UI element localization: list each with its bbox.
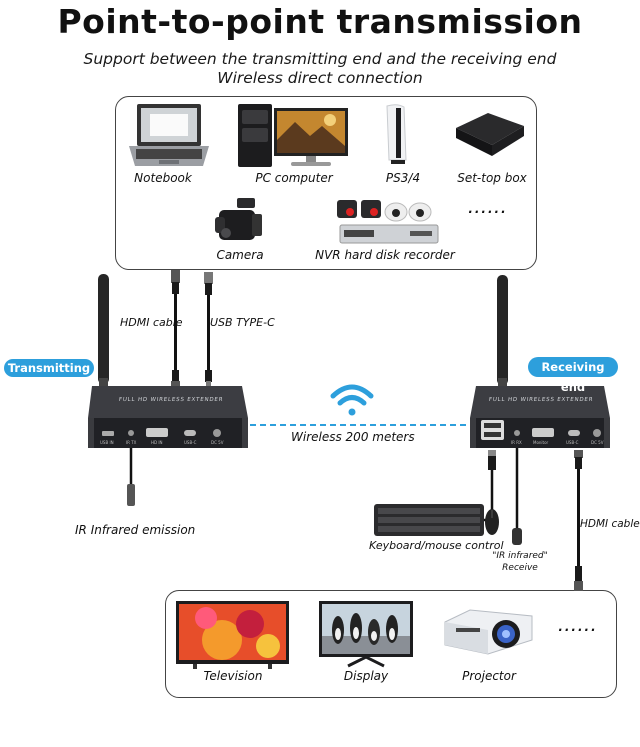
label-keyboard-mouse: Keyboard/mouse control [369, 539, 504, 552]
ps-console-icon [386, 104, 407, 164]
receiver-device-text: FULL HD WIRELESS EXTENDER [488, 397, 594, 403]
keyboard-icon [374, 504, 484, 536]
hdmi-input-cable [171, 270, 180, 389]
port-label-usb-in: USB IN [100, 440, 114, 445]
pc-computer-icon [238, 104, 348, 167]
label-set-top-box: Set-top box [457, 171, 527, 185]
port-label-ir-rx: IR RX [511, 440, 522, 445]
port-label-dc-5v-rx: DC 5V [591, 440, 604, 445]
hdmi-output-cable [574, 450, 583, 591]
nvr-recorder-icon [337, 200, 439, 244]
label-television: Television [203, 669, 263, 683]
port-label-hd-in: HD IN [151, 440, 163, 445]
receiver-device [470, 386, 610, 448]
subtitle-line2: Wireless direct connection [217, 69, 423, 87]
set-top-box-icon [456, 113, 524, 156]
transmitter-device-text: FULL HD WIRELESS EXTENDER [118, 397, 224, 403]
usb-type-c-cable [204, 272, 213, 389]
label-hdmi-cable-out: HDMI cable [580, 518, 640, 530]
label-wireless-distance: Wireless 200 meters [291, 430, 415, 444]
label-ir-emission: IR Infrared emission [75, 523, 196, 537]
label-more-displays: ...... [558, 620, 598, 634]
display-monitor-icon [319, 601, 413, 668]
ir-receiver-cable [512, 448, 522, 545]
label-display: Display [343, 669, 389, 683]
label-ir-receive-line1: "IR infrared" [492, 551, 548, 561]
page-title: Point-to-point transmission [57, 2, 583, 41]
wifi-icon [330, 384, 374, 416]
ir-emitter-cable [127, 448, 135, 506]
port-label-usb-c-rx: USB-C [566, 440, 579, 445]
port-label-monitor: Monitor [533, 440, 549, 445]
notebook-icon [129, 104, 209, 166]
label-ir-receive-line2: Receive [502, 563, 538, 573]
transmitter-antenna [98, 274, 109, 388]
camera-icon [215, 198, 262, 240]
label-ps: PS3/4 [385, 171, 421, 185]
transmitter-port-labels: USB IN IR TX HD IN USB-C DC 5V [88, 440, 248, 448]
television-icon [176, 601, 289, 669]
transmitting-end-badge: Transmitting end [4, 359, 94, 393]
label-usb-type-c: USB TYPE-C [210, 316, 275, 329]
label-notebook: Notebook [134, 171, 192, 185]
label-more-sources: ...... [468, 202, 508, 216]
label-pc-computer: PC computer [255, 171, 333, 185]
transmitter-device [88, 386, 248, 448]
label-hdmi-cable-in: HDMI cable [120, 316, 183, 329]
label-camera: Camera [216, 248, 264, 262]
receiver-port-labels: IR RX Monitor USB-C DC 5V [470, 440, 610, 448]
port-label-dc-5v: DC 5V [211, 440, 224, 445]
receiving-end-badge: Receiving end [528, 357, 618, 394]
receiver-antenna [497, 275, 508, 388]
subtitle-line1: Support between the transmitting end and… [83, 50, 557, 68]
label-projector: Projector [462, 669, 516, 683]
projector-icon [444, 609, 533, 655]
label-nvr: NVR hard disk recorder [315, 248, 455, 262]
mouse-icon [485, 509, 499, 535]
port-label-ir-tx: IR TX [126, 440, 137, 445]
port-label-usb-c: USB-C [184, 440, 197, 445]
